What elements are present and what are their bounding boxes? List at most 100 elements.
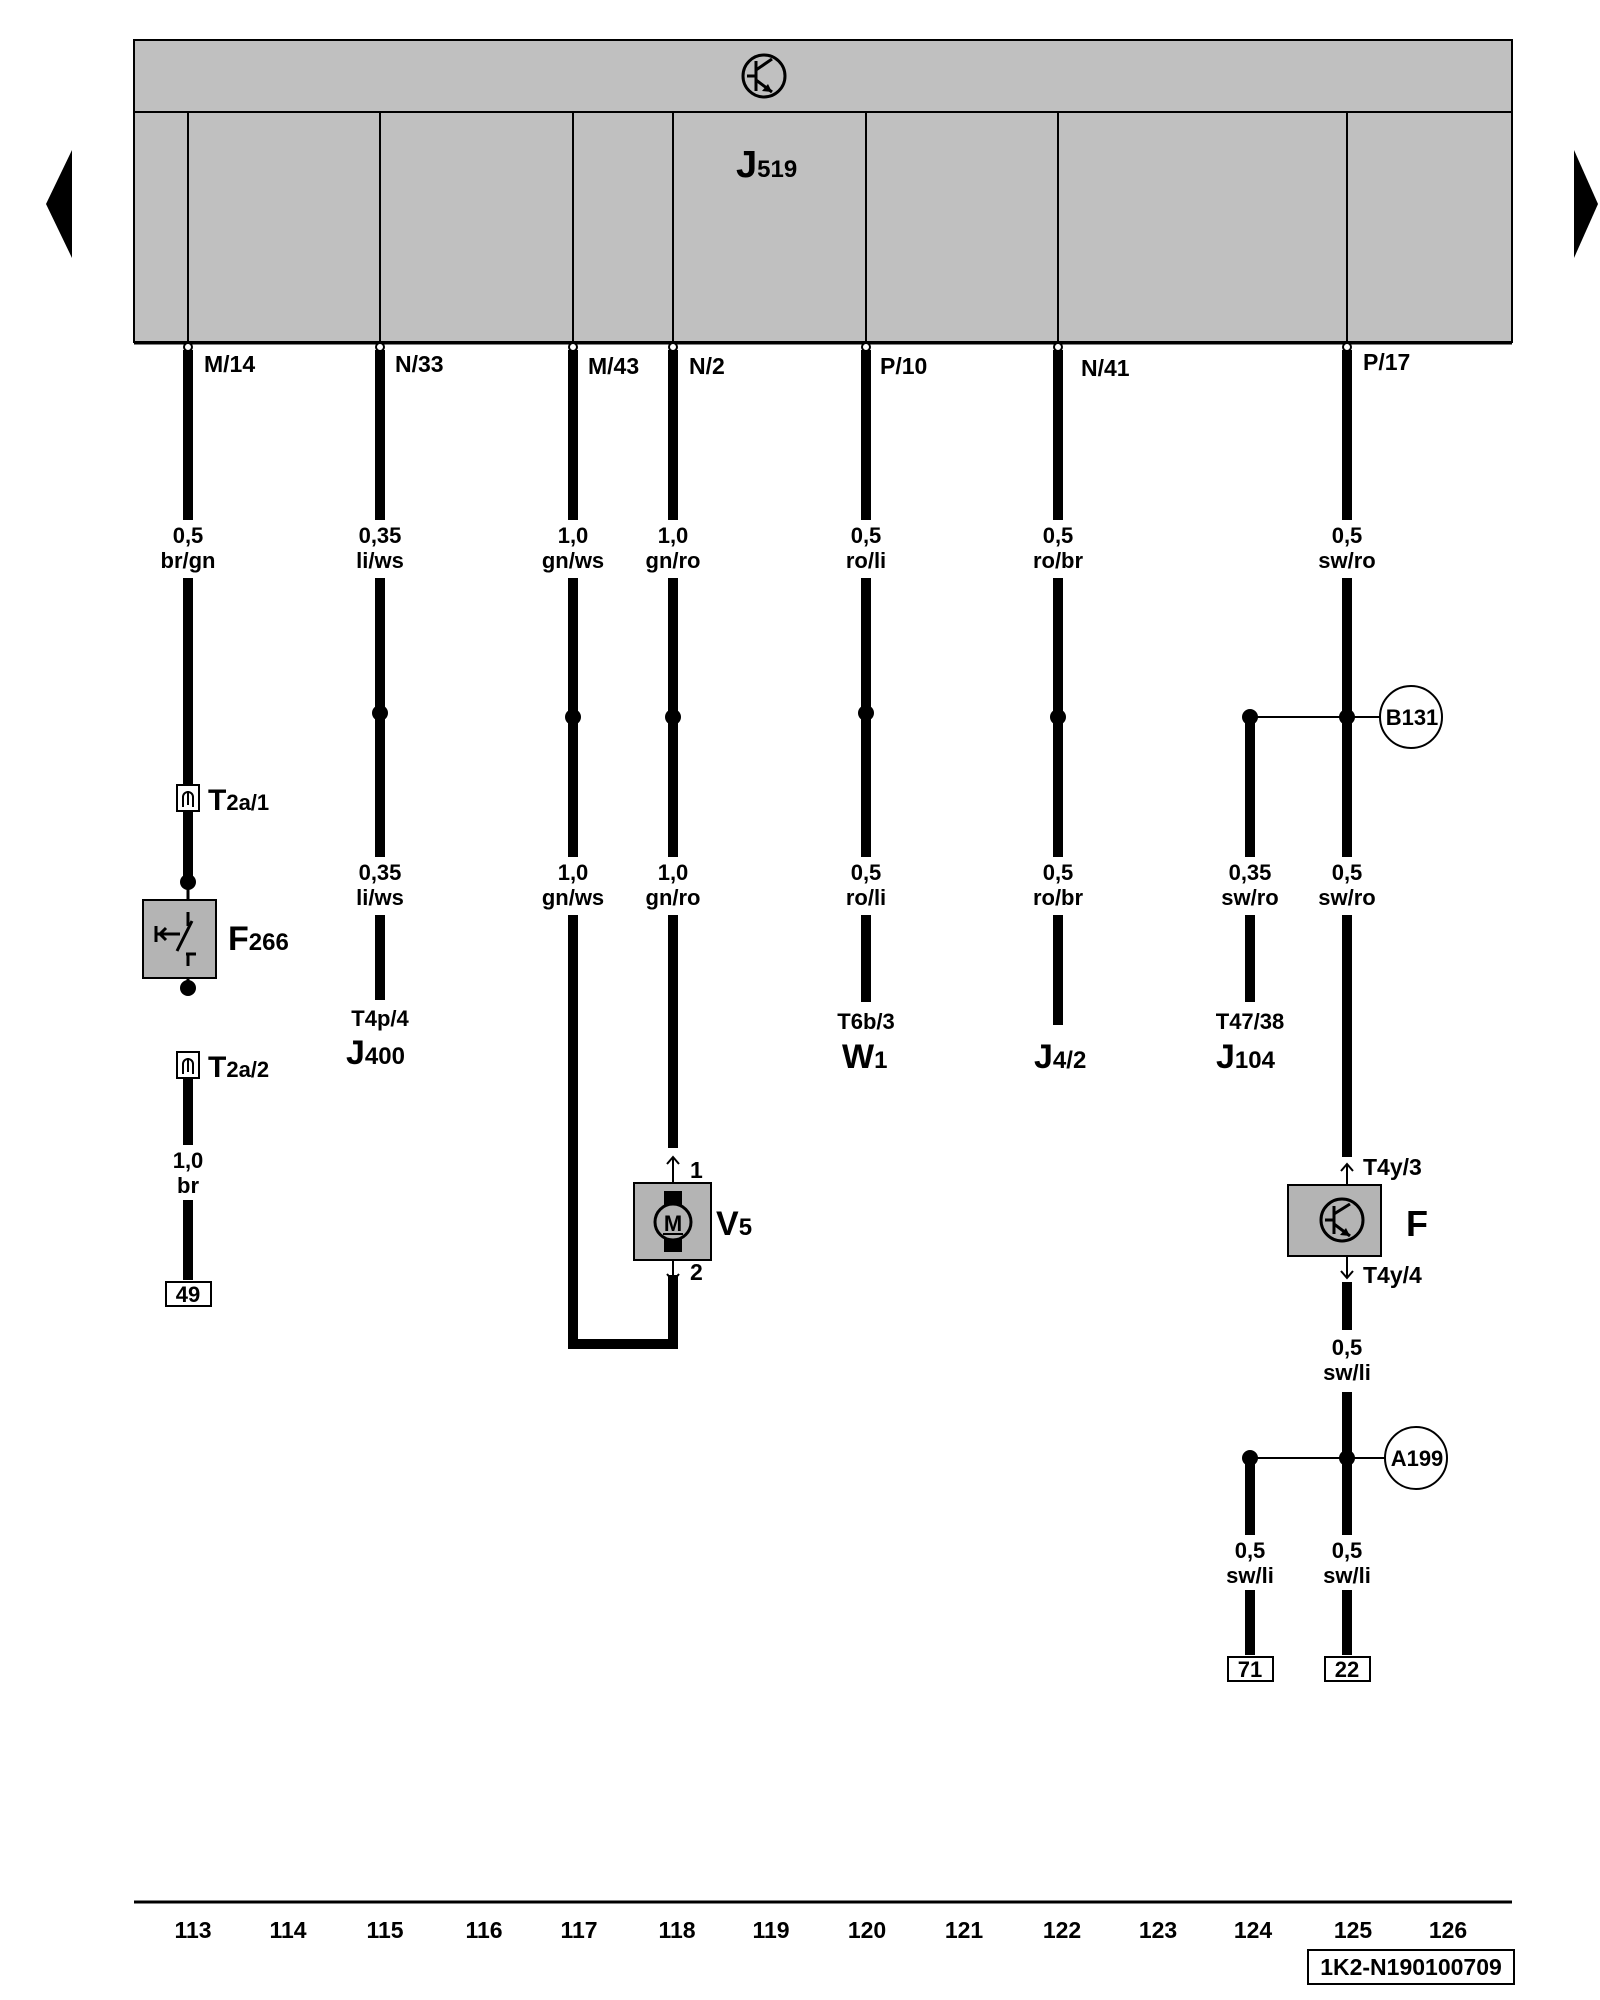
svg-text:1,0: 1,0 xyxy=(658,523,689,548)
svg-text:sw/ro: sw/ro xyxy=(1318,885,1375,910)
column-number: 117 xyxy=(560,1917,597,1943)
svg-text:J104: J104 xyxy=(1216,1038,1276,1076)
destination-w1: T6b/3 W1 xyxy=(837,1009,894,1076)
svg-text:J400: J400 xyxy=(346,1034,405,1072)
pin-label: N/2 xyxy=(689,353,725,379)
previous-page-icon[interactable] xyxy=(46,150,72,258)
svg-text:49: 49 xyxy=(176,1282,200,1307)
svg-text:li/ws: li/ws xyxy=(356,548,404,573)
destination-j104: T47/38 J104 xyxy=(1216,1009,1285,1076)
column-number: 121 xyxy=(945,1917,984,1943)
svg-text:T2a/2: T2a/2 xyxy=(208,1051,269,1084)
svg-text:1,0: 1,0 xyxy=(658,860,689,885)
next-page-icon[interactable] xyxy=(1574,150,1598,258)
pin-label: M/14 xyxy=(204,351,255,377)
sensor-f: T4y/3 T4y/4 F xyxy=(1287,1154,1428,1288)
svg-text:ro/br: ro/br xyxy=(1033,885,1084,910)
motor-v5: M 1 2 V5 xyxy=(633,1155,752,1285)
control-module-block: J519 xyxy=(133,39,1513,345)
pin-label: N/33 xyxy=(395,351,444,377)
column-number: 125 xyxy=(1334,1917,1373,1943)
svg-text:gn/ws: gn/ws xyxy=(542,548,604,573)
svg-text:sw/li: sw/li xyxy=(1323,1360,1371,1385)
svg-text:gn/ro: gn/ro xyxy=(646,548,701,573)
svg-text:T4y/3: T4y/3 xyxy=(1363,1154,1422,1180)
column-number: 124 xyxy=(1234,1917,1273,1943)
column-number: 119 xyxy=(752,1917,789,1943)
column-number: 116 xyxy=(465,1917,502,1943)
module-label: J519 xyxy=(736,144,797,186)
svg-text:sw/li: sw/li xyxy=(1226,1563,1274,1588)
svg-text:1,0: 1,0 xyxy=(558,860,589,885)
svg-text:0,5: 0,5 xyxy=(173,523,204,548)
column-number: 114 xyxy=(269,1917,306,1943)
svg-text:T47/38: T47/38 xyxy=(1216,1009,1285,1034)
junction-dots xyxy=(180,705,1355,1466)
svg-text:ro/li: ro/li xyxy=(846,548,886,573)
column-number: 120 xyxy=(848,1917,886,1943)
svg-text:1,0: 1,0 xyxy=(558,523,589,548)
svg-text:br: br xyxy=(177,1173,199,1198)
svg-text:J4/2: J4/2 xyxy=(1034,1038,1086,1076)
svg-text:T6b/3: T6b/3 xyxy=(837,1009,894,1034)
svg-text:F: F xyxy=(1406,1203,1428,1244)
svg-text:0,5: 0,5 xyxy=(851,860,882,885)
svg-text:0,5: 0,5 xyxy=(1332,1335,1363,1360)
column-number: 113 xyxy=(174,1917,211,1943)
pin-label: P/17 xyxy=(1363,349,1410,375)
splice-b131: B131 xyxy=(1379,685,1443,749)
svg-text:0,5: 0,5 xyxy=(851,523,882,548)
svg-text:2: 2 xyxy=(690,1259,703,1285)
column-number: 115 xyxy=(366,1917,403,1943)
svg-text:0,35: 0,35 xyxy=(359,860,402,885)
svg-text:ro/li: ro/li xyxy=(846,885,886,910)
svg-text:0,35: 0,35 xyxy=(1229,860,1272,885)
column-number: 123 xyxy=(1139,1917,1177,1943)
connector-t2a-1: T2a/1 xyxy=(176,784,269,817)
svg-text:sw/ro: sw/ro xyxy=(1318,548,1375,573)
svg-text:F266: F266 xyxy=(228,920,289,958)
svg-text:A199: A199 xyxy=(1391,1446,1444,1471)
svg-text:V5: V5 xyxy=(716,1205,752,1243)
switch-symbol-icon xyxy=(154,912,196,966)
svg-text:0,5: 0,5 xyxy=(1332,1538,1363,1563)
svg-text:0,5: 0,5 xyxy=(1043,860,1074,885)
svg-text:1,0: 1,0 xyxy=(173,1148,204,1173)
svg-text:71: 71 xyxy=(1238,1657,1262,1682)
switch-f266: F266 xyxy=(142,882,289,988)
column-number: 126 xyxy=(1429,1917,1467,1943)
column-numbers: 113 114 115 116 117 118 119 120 121 122 … xyxy=(174,1917,1467,1943)
svg-text:gn/ro: gn/ro xyxy=(646,885,701,910)
svg-text:0,5: 0,5 xyxy=(1332,523,1363,548)
ground-reference-22: 22 xyxy=(1324,1656,1371,1682)
svg-text:sw/ro: sw/ro xyxy=(1221,885,1278,910)
svg-text:M: M xyxy=(664,1211,682,1236)
pin-label: M/43 xyxy=(588,353,639,379)
svg-text:li/ws: li/ws xyxy=(356,885,404,910)
motor-symbol-icon: M xyxy=(653,1202,693,1242)
svg-text:T4y/4: T4y/4 xyxy=(1363,1262,1422,1288)
svg-text:T4p/4: T4p/4 xyxy=(351,1006,409,1031)
destination-j4: J4/2 xyxy=(1034,1038,1086,1076)
pin-label: N/41 xyxy=(1081,355,1130,381)
svg-text:gn/ws: gn/ws xyxy=(542,885,604,910)
svg-text:0,5: 0,5 xyxy=(1043,523,1074,548)
ground-reference-49: 49 xyxy=(165,1281,212,1307)
column-number: 122 xyxy=(1043,1917,1081,1943)
pin-label: P/10 xyxy=(880,353,927,379)
svg-text:T2a/1: T2a/1 xyxy=(208,784,269,817)
document-id: 1K2-N190100709 xyxy=(1307,1949,1515,1985)
module-internal-lines xyxy=(187,112,1348,343)
transistor-symbol-icon xyxy=(741,53,787,99)
ground-reference-71: 71 xyxy=(1227,1656,1274,1682)
svg-text:br/gn: br/gn xyxy=(161,548,216,573)
svg-text:sw/li: sw/li xyxy=(1323,1563,1371,1588)
column-number: 118 xyxy=(658,1917,695,1943)
svg-text:1: 1 xyxy=(690,1157,703,1183)
svg-text:0,35: 0,35 xyxy=(359,523,402,548)
destination-j400: T4p/4 J400 xyxy=(346,1006,409,1072)
splice-a199: A199 xyxy=(1384,1426,1448,1490)
svg-text:W1: W1 xyxy=(842,1038,887,1076)
transistor-symbol-icon xyxy=(1319,1197,1365,1243)
